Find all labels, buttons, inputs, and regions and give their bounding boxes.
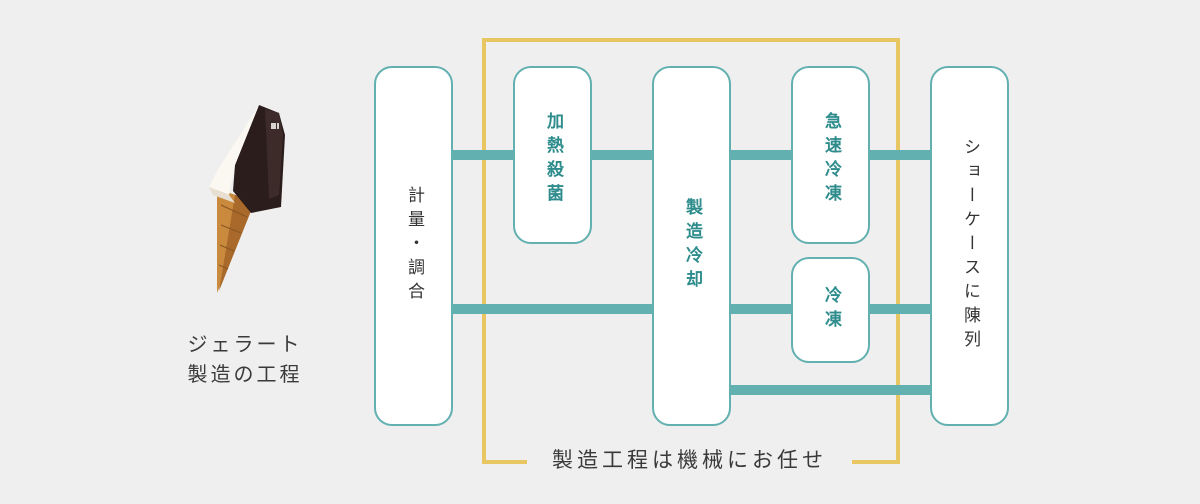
connector-manufacture-to-display <box>730 385 931 395</box>
connector-measure-to-manufacture <box>452 304 653 314</box>
step-manufacture-cool: 製造冷却 <box>652 66 731 426</box>
step-manufacture-cool-label: 製造冷却 <box>682 198 702 294</box>
connector-quickfreeze-to-display <box>869 150 931 160</box>
connector-manufacture-to-freeze <box>730 304 792 314</box>
step-freeze: 冷凍 <box>791 257 870 363</box>
step-pasteurize: 加熱殺菌 <box>513 66 592 244</box>
gelato-cone-illustration <box>209 105 285 293</box>
step-display: ショーケースに陳列 <box>930 66 1009 426</box>
step-quick-freeze-label: 急速冷凍 <box>821 112 841 208</box>
step-pasteurize-label: 加熱殺菌 <box>543 112 563 208</box>
connector-manufacture-to-quickfreeze <box>730 150 792 160</box>
step-freeze-label: 冷凍 <box>821 286 841 334</box>
step-measure-blend: 計量・調合 <box>374 66 453 426</box>
machine-caption: 製造工程は機械にお任せ <box>527 442 852 478</box>
intro-title-line1: ジェラート <box>187 332 303 356</box>
step-quick-freeze: 急速冷凍 <box>791 66 870 244</box>
step-measure-blend-label: 計量・調合 <box>404 186 424 306</box>
connector-measure-to-pasteurize <box>452 150 514 160</box>
intro-title-line2: 製造の工程 <box>187 362 303 386</box>
connector-pasteurize-to-manufacture <box>591 150 653 160</box>
connector-freeze-to-display <box>869 304 931 314</box>
step-display-label: ショーケースに陳列 <box>960 138 980 354</box>
